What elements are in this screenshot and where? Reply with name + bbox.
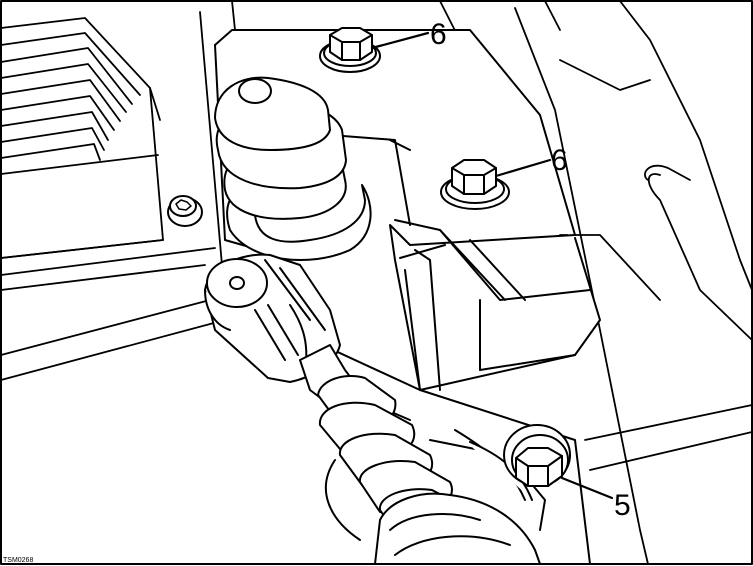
lever-knob — [204, 253, 341, 383]
figure-reference: TSM0268 — [3, 557, 33, 564]
leader-line-bottom — [560, 476, 614, 500]
bolt-lower — [503, 424, 571, 487]
bolt-middle — [440, 159, 510, 210]
leader-line-middle — [494, 158, 552, 178]
bolt-upper — [319, 27, 381, 73]
rubber-boot — [214, 76, 372, 261]
callout-label-top: 6 — [430, 18, 447, 51]
callout-label-middle: 6 — [551, 144, 568, 177]
torx-screw — [167, 195, 203, 227]
cooling-fins — [0, 17, 226, 381]
leader-lines — [370, 31, 614, 500]
lever-base — [374, 429, 546, 565]
callout-label-bottom: 5 — [614, 489, 631, 522]
leader-line-top — [370, 31, 430, 50]
